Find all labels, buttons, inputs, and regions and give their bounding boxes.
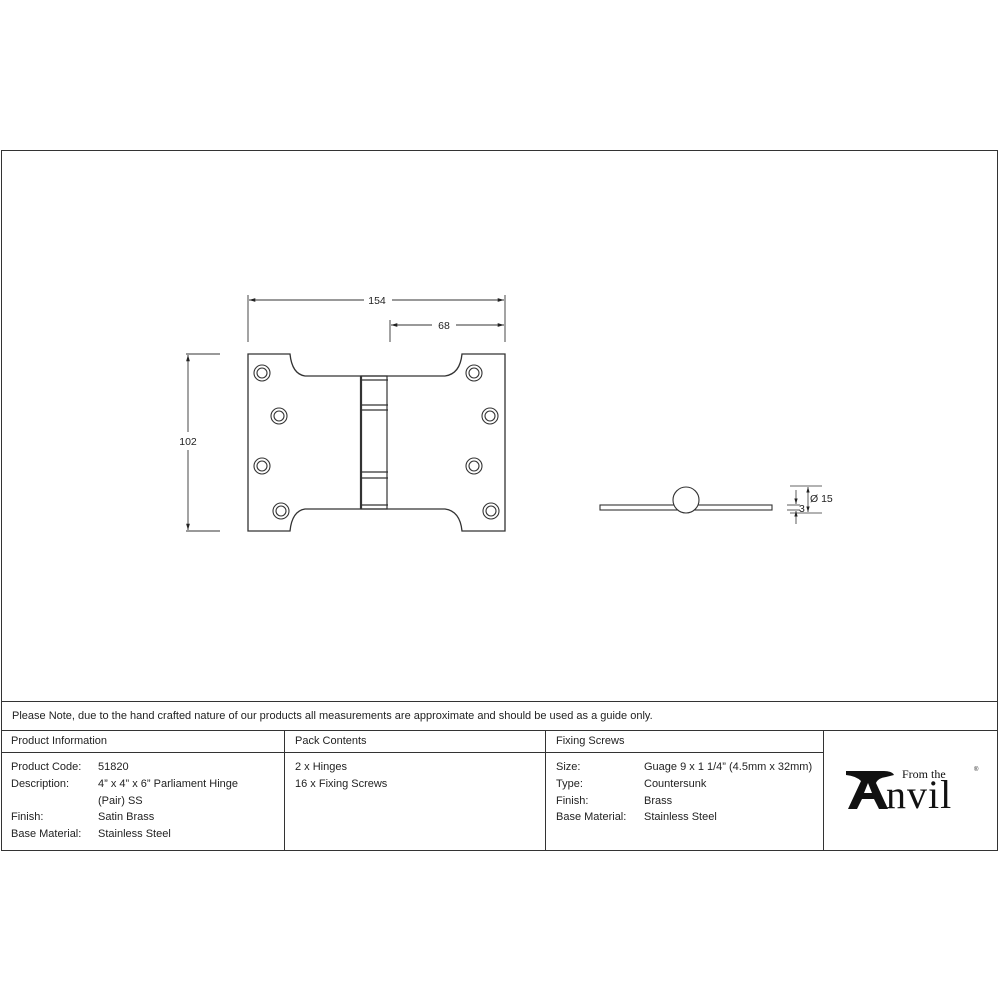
label: Size: <box>556 761 581 773</box>
dim-label-thickness: 3 <box>799 503 805 515</box>
label: Base Material: <box>11 828 82 841</box>
value: 4” x 4” x 6” Parliament Hinge (Pair) SS <box>98 777 238 807</box>
pack-item: 2 x Hinges <box>295 761 347 773</box>
logo-from-the: From the <box>902 767 946 781</box>
value: Guage 9 x 1 1/4” (4.5mm x 32mm) <box>644 761 813 773</box>
label: Product Code: <box>11 761 82 773</box>
dim-label-68: 68 <box>438 320 450 332</box>
screw-type-row: Type: Countersunk <box>556 776 823 793</box>
dim-label-154: 154 <box>368 295 386 307</box>
screw-holes <box>253 364 500 520</box>
logo-section: From the nvil ® <box>824 731 998 851</box>
description-row: Description: 4” x 4” x 6” Parliament Hin… <box>11 776 284 810</box>
dim-label-diameter: Ø 15 <box>810 493 833 505</box>
fixing-screws-heading: Fixing Screws <box>546 731 823 753</box>
product-code-row: Product Code: 51820 <box>11 759 284 776</box>
pack-contents-heading: Pack Contents <box>285 731 545 753</box>
label: Description: <box>11 777 70 790</box>
drawing-sheet-border <box>1 150 998 851</box>
value: 51820 <box>98 761 129 773</box>
dimension-height <box>186 353 220 532</box>
dim-label-102: 102 <box>179 436 197 448</box>
product-information-heading: Product Information <box>1 731 284 753</box>
registered-mark: ® <box>974 767 979 773</box>
from-the-anvil-logo: From the nvil ® <box>844 761 984 817</box>
info-table: Product Information Product Code: 51820 … <box>1 730 998 851</box>
screw-size-row: Size: Guage 9 x 1 1/4” (4.5mm x 32mm) <box>556 759 823 776</box>
measurement-note: Please Note, due to the hand crafted nat… <box>1 701 998 730</box>
finish-row: Finish: Satin Brass <box>11 809 284 826</box>
anvil-icon <box>846 771 894 809</box>
value: Countersunk <box>644 777 707 790</box>
pack-item: 16 x Fixing Screws <box>295 777 388 790</box>
hinge-side-view <box>599 486 773 514</box>
label: Type: <box>556 777 583 790</box>
label: Base Material: <box>556 811 627 824</box>
label: Finish: <box>556 794 589 807</box>
value: Brass <box>644 794 673 807</box>
value: Stainless Steel <box>644 811 717 824</box>
logo-wordmark: nvil <box>886 772 953 817</box>
label: Finish: <box>11 811 44 824</box>
screw-finish-row: Finish: Brass <box>556 793 823 810</box>
product-information-section: Product Information Product Code: 51820 … <box>1 731 285 851</box>
pack-contents-section: Pack Contents 2 x Hinges 16 x Fixing Scr… <box>285 731 546 851</box>
dimension-overall-width <box>247 295 506 342</box>
value: Satin Brass <box>98 811 155 824</box>
dimension-side <box>787 485 822 524</box>
screw-base-material-row: Base Material: Stainless Steel <box>556 809 823 826</box>
base-material-row: Base Material: Stainless Steel <box>11 826 284 843</box>
fixing-screws-section: Fixing Screws Size: Guage 9 x 1 1/4” (4.… <box>546 731 824 851</box>
dimension-leaf-width <box>389 320 504 342</box>
value: Stainless Steel <box>98 828 171 841</box>
hinge-front-view <box>247 353 506 532</box>
